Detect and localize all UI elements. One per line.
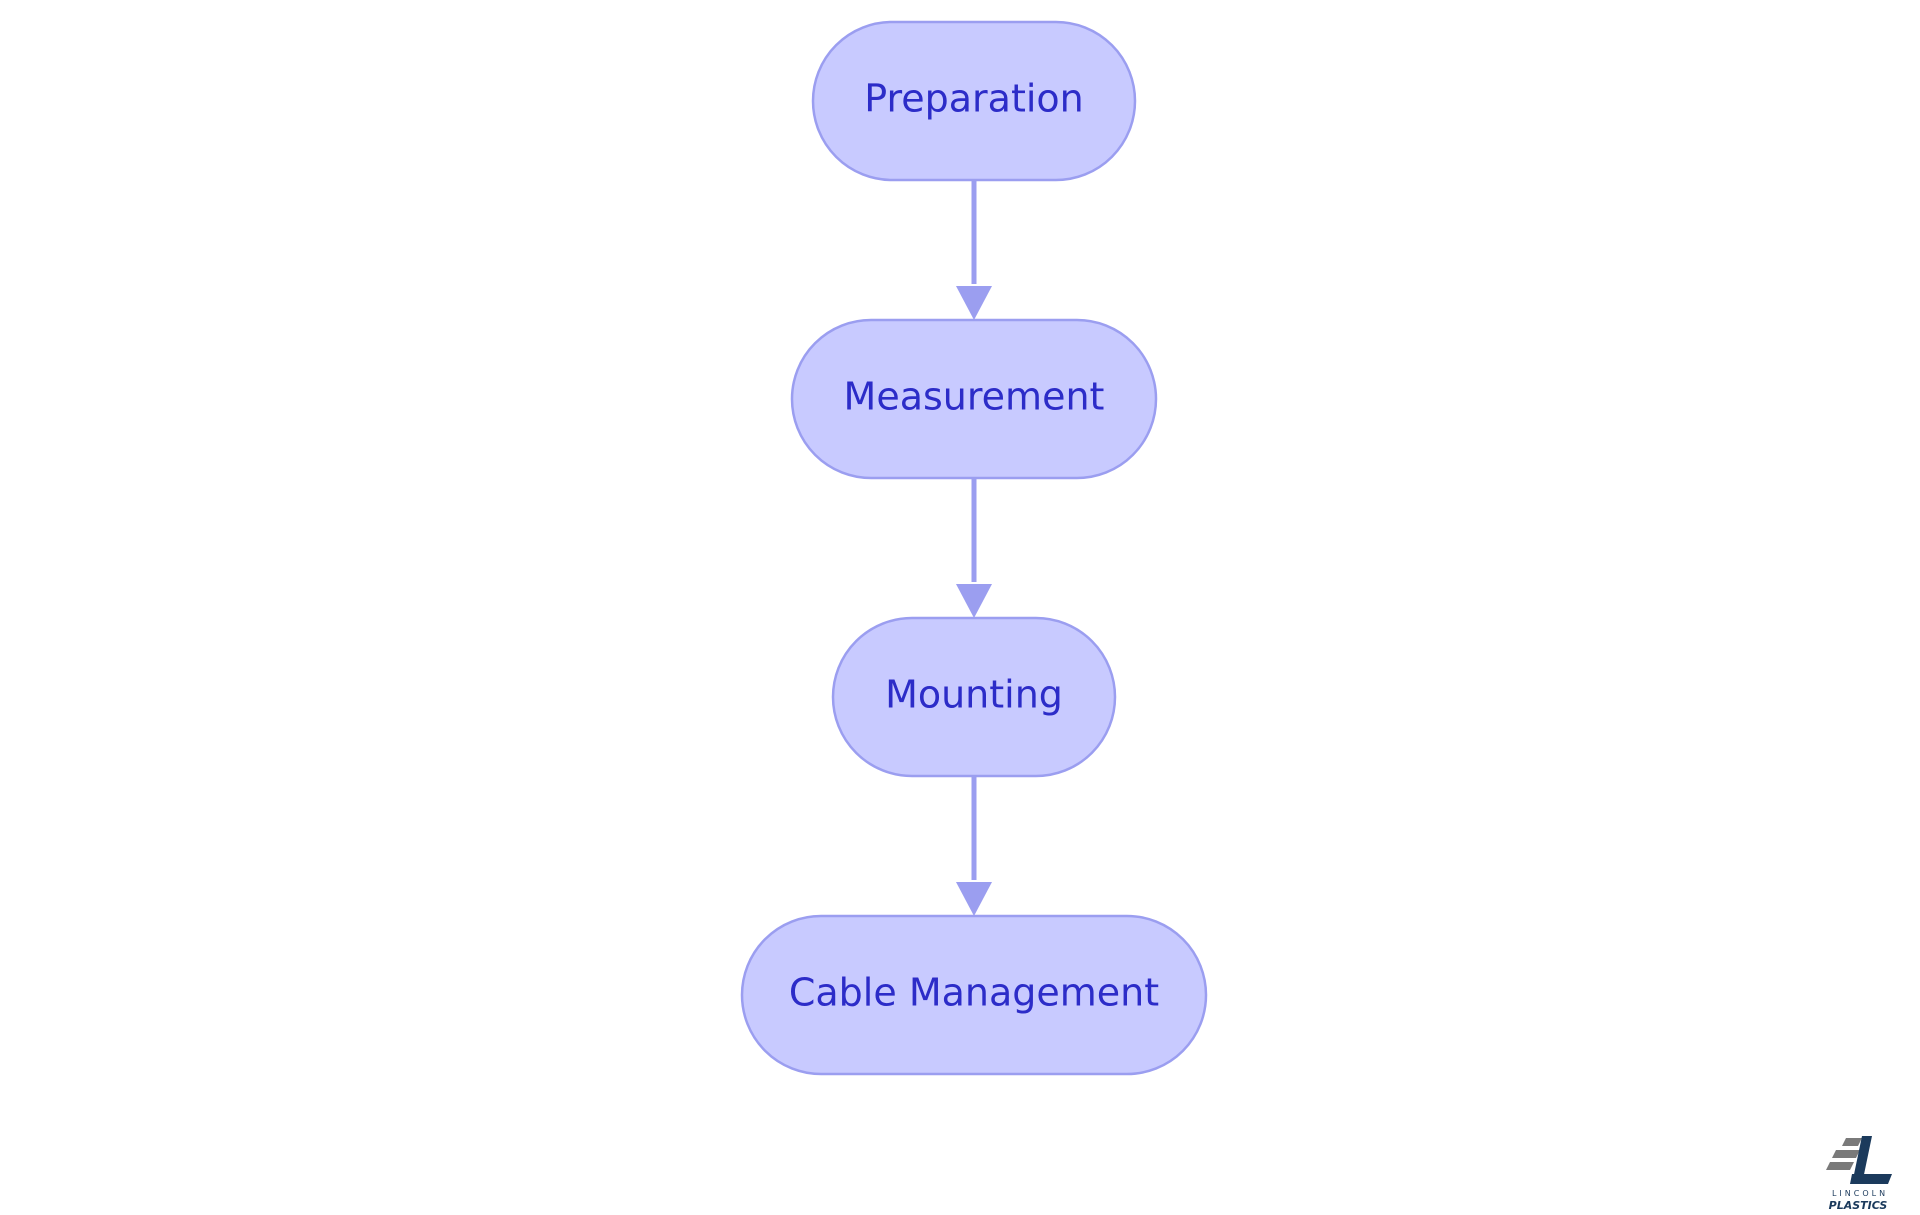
- node-label: Mounting: [885, 673, 1063, 717]
- node-cable-management[interactable]: Cable Management: [740, 914, 1208, 1076]
- node-shape: [790, 318, 1158, 480]
- edge-measurement-to-mounting: [956, 478, 992, 618]
- logo-mark-icon: [1826, 1136, 1892, 1184]
- arrowhead: [956, 584, 992, 618]
- edge-preparation-to-measurement: [956, 180, 992, 320]
- node-preparation[interactable]: Preparation: [811, 20, 1137, 182]
- node-label: Measurement: [844, 375, 1105, 419]
- lincoln-plastics-logo: LINCOLN PLASTICS: [1826, 1136, 1892, 1212]
- edge-mounting-to-cable-management: [956, 776, 992, 916]
- arrowhead: [956, 286, 992, 320]
- node-shape: [811, 20, 1137, 182]
- logo-text-plastics: PLASTICS: [1829, 1199, 1888, 1212]
- logo-text-lincoln: LINCOLN: [1832, 1189, 1888, 1198]
- arrowhead: [956, 882, 992, 916]
- node-shape: [831, 616, 1117, 778]
- node-shape: [740, 914, 1208, 1076]
- node-mounting[interactable]: Mounting: [831, 616, 1117, 778]
- node-label: Cable Management: [789, 971, 1159, 1015]
- node-label: Preparation: [864, 77, 1084, 121]
- node-measurement[interactable]: Measurement: [790, 318, 1158, 480]
